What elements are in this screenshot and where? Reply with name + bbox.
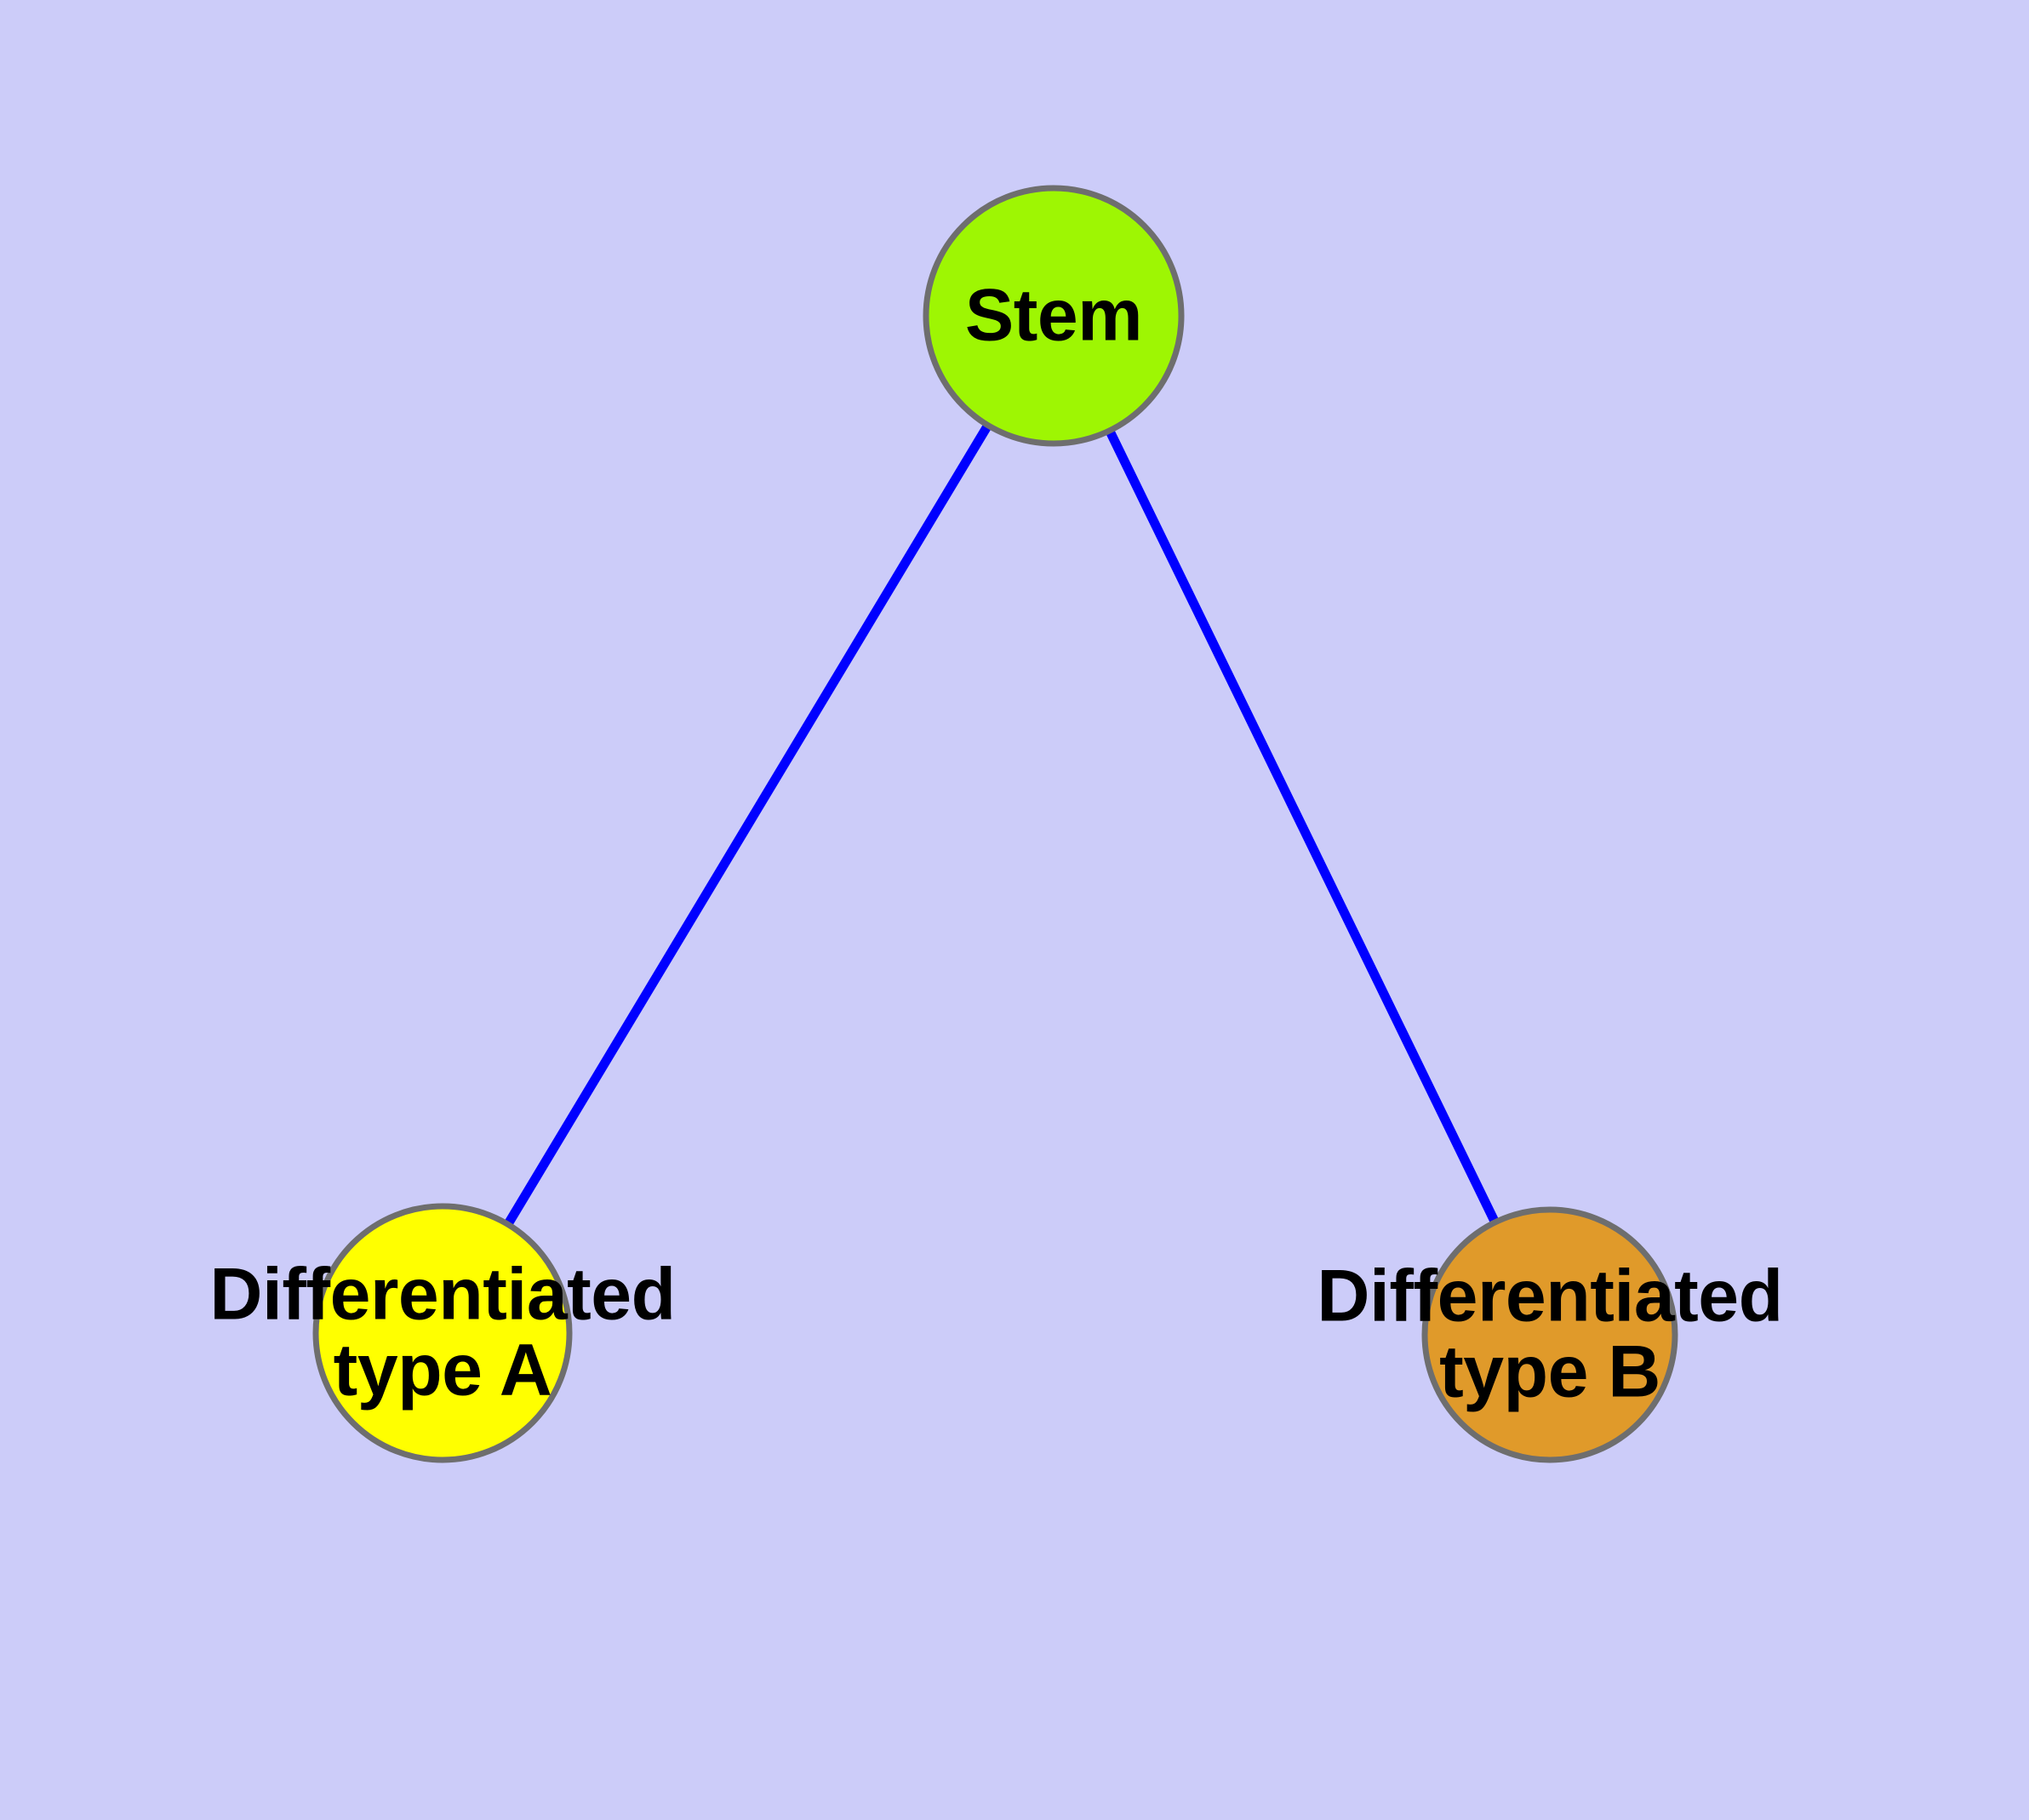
- graph-node-diff-a[interactable]: [312, 1203, 573, 1463]
- graph-edge-stem-to-diff-b: [1103, 425, 1501, 1228]
- node-layer: [312, 185, 1678, 1463]
- edge-layer: [501, 420, 1501, 1230]
- graph-node-stem[interactable]: [923, 185, 1185, 447]
- graph-edge-stem-to-diff-a: [501, 420, 994, 1230]
- graph-node-diff-b[interactable]: [1421, 1206, 1678, 1463]
